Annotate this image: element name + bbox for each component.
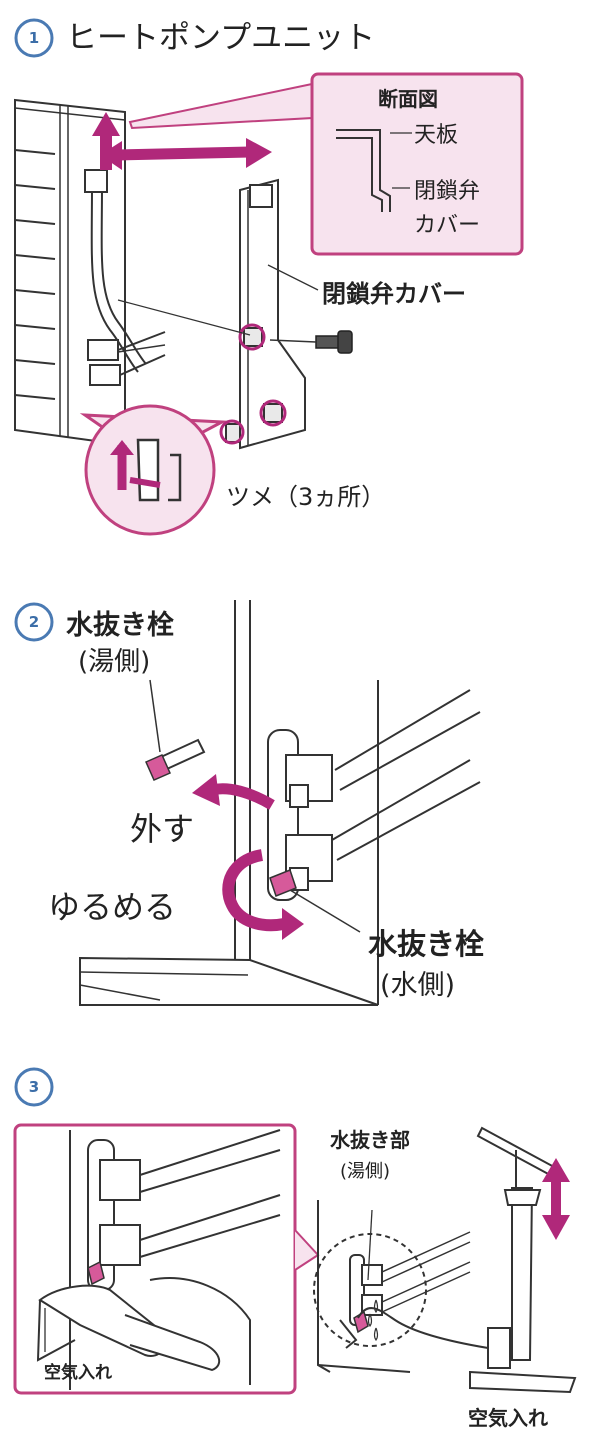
step1-badge bbox=[14, 18, 54, 58]
step1-number: 1 bbox=[29, 29, 39, 47]
step1-title: ヒートポンプユニット bbox=[66, 20, 375, 56]
water-side-plug-label-2: (水側) bbox=[380, 970, 455, 1001]
pump-zoom-label: 空気入れ bbox=[44, 1362, 112, 1383]
closing-valve-cover-label: 閉鎖弁カバー bbox=[322, 280, 466, 308]
section-view-callout: 断面図 天板 閉鎖弁 カバー bbox=[128, 72, 524, 256]
section-view-top-panel-label: 天板 bbox=[414, 123, 458, 148]
remove-label: 外す bbox=[130, 810, 194, 848]
screw-icon bbox=[269, 330, 353, 354]
removed-hot-plug-icon bbox=[145, 738, 206, 781]
hot-side-plug-label-1: 水抜き栓 bbox=[66, 610, 174, 641]
tab-marker-1 bbox=[238, 323, 266, 351]
tab-marker-2 bbox=[259, 399, 287, 427]
step3-number: 3 bbox=[29, 1078, 39, 1096]
step1-header: 1 ヒートポンプユニット bbox=[14, 18, 375, 58]
drain-part-label-2: (湯側) bbox=[340, 1161, 390, 1182]
step2-number: 2 bbox=[29, 613, 39, 631]
pump-zoom-inset: 空気入れ bbox=[13, 1123, 320, 1395]
drain-part-label-1: 水抜き部 bbox=[330, 1128, 410, 1152]
section-view-cover-label-1: 閉鎖弁 bbox=[414, 179, 480, 204]
pump-connection-illustration bbox=[317, 1200, 471, 1373]
slide-arrow-horizontal bbox=[117, 146, 251, 161]
step3-badge bbox=[14, 1067, 54, 1107]
tabs-label: ツメ（3ヵ所） bbox=[226, 483, 385, 511]
step2-header: 2 bbox=[14, 602, 54, 642]
section-view-cover-label-2: カバー bbox=[414, 213, 480, 238]
water-side-plug-label-1: 水抜き栓 bbox=[368, 927, 484, 961]
section-view-title: 断面図 bbox=[378, 87, 438, 111]
remove-arrow bbox=[210, 783, 275, 810]
closing-valve-cover-illustration bbox=[225, 178, 306, 450]
loosen-label: ゆるめる bbox=[48, 888, 176, 926]
pump-motion-arrow bbox=[542, 1158, 570, 1240]
step2-badge bbox=[14, 602, 54, 642]
tab-marker-3 bbox=[219, 419, 245, 445]
hot-side-plug-label-2: (湯側) bbox=[78, 647, 150, 677]
air-pump-icon bbox=[357, 1126, 577, 1394]
tab-zoom-bubble bbox=[79, 404, 228, 536]
loosen-arrow bbox=[222, 849, 286, 932]
air-pump-label: 空気入れ bbox=[468, 1406, 548, 1430]
drain-water-drops bbox=[367, 1299, 379, 1342]
water-side-plug-icon bbox=[269, 869, 297, 897]
cover-leader-line bbox=[117, 299, 251, 336]
step3-header: 3 bbox=[14, 1067, 54, 1107]
